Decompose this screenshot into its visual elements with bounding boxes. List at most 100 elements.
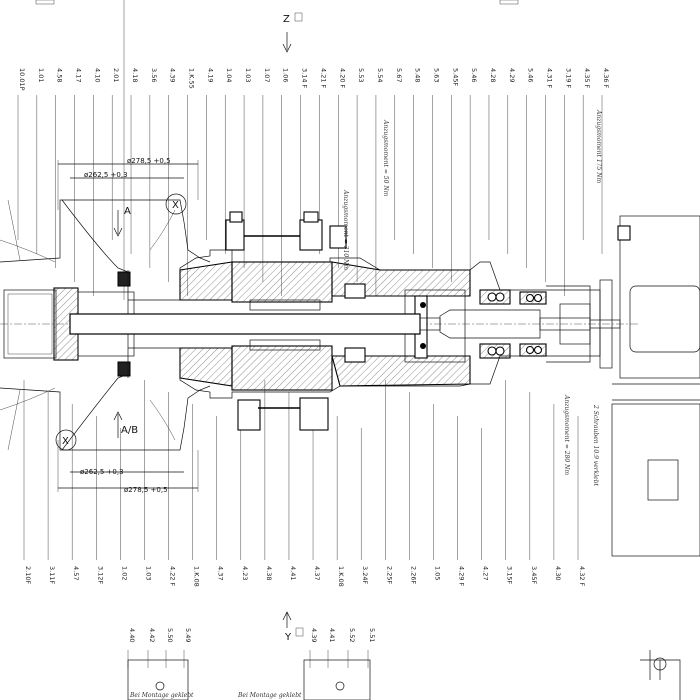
part-number-label: 4.57: [72, 566, 80, 580]
part-number-label: 4.58: [56, 68, 64, 82]
seal-ring: [117, 271, 131, 287]
part-number-label: 5.53: [357, 68, 365, 82]
part-number-label: 5.54: [376, 68, 384, 82]
torque-note-4: Anzugsmoment = 280 Nm: [563, 394, 570, 475]
part-number-label: 1.K.08: [337, 566, 345, 587]
part-number-label: 4.29: [508, 68, 516, 82]
detail-part-number: 5.49: [184, 628, 192, 642]
part-number-label: 2.01: [112, 68, 120, 82]
part-number-label: 4.20 F: [338, 68, 346, 89]
drive-shaft: [69, 309, 621, 339]
detail-part-number: 4.39: [310, 628, 318, 642]
detail-part-number: 4.40: [128, 628, 136, 642]
part-number-label: 4.17: [75, 68, 83, 82]
detail-part-number: 5.50: [166, 628, 174, 642]
part-number-label: 1.05: [433, 566, 441, 580]
detail-part-number: 5.51: [368, 628, 376, 642]
part-number-label: 3.24F: [361, 566, 369, 584]
view-arrow-y: Y: [282, 611, 304, 643]
part-number-label: 2.10F: [24, 566, 32, 584]
dim-outer-top: ø278,5 +0,5: [127, 157, 171, 165]
bottom-leader-lines: [23, 380, 579, 560]
top-leader-lines: [17, 95, 603, 296]
torque-note-2: Anzugsmoment = 50 Nm: [382, 119, 389, 197]
frame-marker: [499, 0, 519, 5]
part-number-label: 4.30: [554, 566, 562, 580]
part-number-label: 3.15F: [506, 566, 514, 584]
part-number-label: 4.31 F: [545, 68, 553, 89]
part-number-label: 5.63: [432, 68, 440, 82]
dim-inner-top: ø262,5 +0,3: [84, 171, 128, 179]
part-number-label: 4.36 F: [602, 68, 610, 89]
part-number-label: 10.01P: [18, 68, 26, 91]
part-number-label: 1.03: [244, 68, 252, 82]
part-number-label: 4.29 F: [458, 566, 466, 587]
section-a-label: A: [124, 206, 131, 217]
part-number-label: 3.19 F: [564, 68, 572, 89]
part-number-label: 4.39: [169, 68, 177, 82]
part-number-label: 4.19: [206, 68, 214, 82]
part-number-label: 4.22 F: [169, 566, 177, 587]
part-number-label: 4.27: [482, 566, 490, 580]
part-number-label: 4.21 F: [319, 68, 327, 89]
part-number-label: 3.56: [150, 68, 158, 82]
part-number-label: 1.07: [263, 68, 271, 82]
part-number-label: 1.K.08: [193, 566, 201, 587]
part-number-label: 4.18: [131, 68, 139, 82]
screw-note: 2 Schrauben 10.9 verklebt: [592, 404, 599, 487]
part-number-label: 3.11F: [48, 566, 56, 584]
part-number-label: 4.41: [289, 566, 297, 580]
detail-views-bottom: 4.40 4.42 5.50 5.49 4.39 4.41 5.52 5.51 Bei Mon…: [127, 628, 681, 700]
part-number-label: 3.12F: [96, 566, 104, 584]
part-number-label: 4.23: [241, 566, 249, 580]
part-number-label: 2.26F: [409, 566, 417, 584]
assembly-note-right: Bei Montage geklebt: [237, 692, 302, 699]
bearing-assembly: [479, 289, 547, 359]
section-markers: A A/B X X: [55, 193, 187, 451]
part-number-label: 1.06: [282, 68, 290, 82]
detail-x-bottom: X: [62, 436, 69, 447]
part-number-label: 4.37: [217, 566, 225, 580]
part-number-label: 5.67: [395, 68, 403, 82]
part-number-label: 1.03: [144, 566, 152, 580]
bolt: [225, 219, 245, 251]
part-number-label: 5.46: [527, 68, 535, 82]
detail-part-number: 5.52: [348, 628, 356, 642]
part-number-label: 1.01: [37, 68, 45, 82]
view-y-label: Y: [284, 632, 292, 643]
dim-inner-bottom: ø262,5 +0,3: [80, 468, 124, 476]
frame-marker: [35, 0, 55, 5]
detail-part-number: 4.41: [328, 628, 336, 642]
part-number-label: 5.48: [414, 68, 422, 82]
part-number-label: 4.35 F: [583, 68, 591, 89]
part-number-label: 4.28: [489, 68, 497, 82]
part-number-label: 2.25F: [385, 566, 393, 584]
top-part-numbers: 10.01P 1.01 4.58 4.17 4.10 2.01 4.18 3.56 4.39 1.…: [18, 68, 610, 91]
torque-note-3: Anzugsmoment 175 Nm: [595, 109, 602, 183]
part-number-label: 5.46: [470, 68, 478, 82]
bottom-part-numbers: 2.10F 3.11F 4.57 3.12F 1.02 1.03 4.22 F 1.K.08 4…: [24, 566, 586, 587]
drive-motor: [611, 215, 700, 557]
part-number-label: 3.45F: [530, 566, 538, 584]
detail-part-number: 4.42: [148, 628, 156, 642]
part-number-label: 4.32 F: [578, 566, 586, 587]
mechanical-seal-housing: [231, 261, 333, 303]
view-arrow-z: Z: [282, 12, 303, 53]
torque-note-1: Anzugsmoment = 310 Nm: [342, 189, 349, 270]
part-number-label: 4.38: [265, 566, 273, 580]
part-number-label: 4.37: [313, 566, 321, 580]
dimension-set: ø278,5 +0,5 ø262,5 +0,3 ø278,5 +0,5 ø262…: [57, 157, 199, 494]
detail-x-top: X: [172, 200, 179, 211]
part-number-label: 1.K.55: [188, 68, 196, 89]
assembly-note-left: Bei Montage geklebt: [129, 692, 194, 699]
part-number-label: 1.02: [120, 566, 128, 580]
view-z-label: Z: [283, 14, 290, 25]
impeller-housing: [0, 199, 211, 451]
part-number-label: 5.45F: [451, 68, 459, 86]
part-number-label: 3.14 F: [301, 68, 309, 89]
part-number-label: 4.10: [93, 68, 101, 82]
detail-part-numbers: 4.40 4.42 5.50 5.49 4.39 4.41 5.52 5.51: [127, 628, 376, 668]
part-number-label: 1.04: [225, 68, 233, 82]
